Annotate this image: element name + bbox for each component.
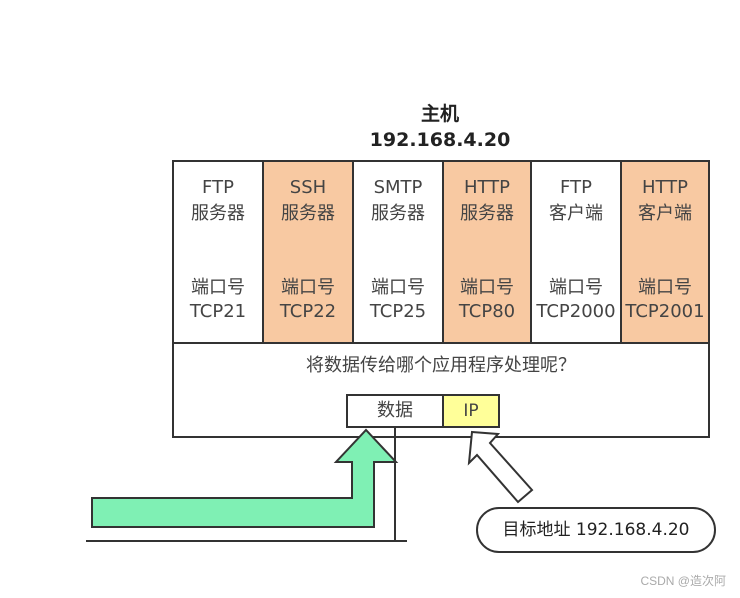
app-role: 客户端	[549, 203, 603, 224]
packet-data-field: 数据	[348, 396, 444, 426]
app-role: 服务器	[460, 203, 514, 224]
port-number: TCP80	[458, 301, 516, 322]
destination-address-label: 目标地址 192.168.4.20	[476, 507, 716, 553]
port-number: TCP25	[369, 301, 427, 322]
app-name: HTTP	[641, 177, 689, 198]
port-number: TCP2001	[625, 301, 705, 322]
app-smtp-server: SMTP 服务器 端口号 TCP25	[354, 162, 444, 342]
app-name: SSH	[289, 177, 327, 198]
app-name: FTP	[560, 177, 592, 198]
ip-pointer-arrow	[467, 430, 534, 504]
port-label: 端口号	[191, 277, 245, 298]
question-text: 将数据传给哪个应用程序处理呢？	[306, 355, 576, 376]
port-number: TCP2000	[536, 301, 616, 322]
port-label: 端口号	[281, 277, 335, 298]
port-label: 端口号	[549, 277, 603, 298]
host-title: 主机	[420, 103, 459, 125]
port-label: 端口号	[371, 277, 425, 298]
app-ssh-server: SSH 服务器 端口号 TCP22	[264, 162, 354, 342]
app-name: FTP	[202, 177, 234, 198]
app-role: 服务器	[191, 203, 245, 224]
port-number: TCP22	[279, 301, 337, 322]
port-label: 端口号	[638, 277, 692, 298]
app-role: 服务器	[281, 203, 335, 224]
app-name: HTTP	[463, 177, 511, 198]
divider	[174, 342, 708, 344]
port-label: 端口号	[460, 277, 514, 298]
incoming-data-arrow	[91, 428, 399, 528]
app-ftp-server: FTP 服务器 端口号 TCP21	[174, 162, 264, 342]
port-number: TCP21	[189, 301, 247, 322]
app-http-client: HTTP 客户端 端口号 TCP2001	[622, 162, 708, 342]
app-role: 服务器	[371, 203, 425, 224]
app-name: SMTP	[373, 177, 423, 198]
packet-ip-field: IP	[444, 396, 498, 426]
app-ftp-client: FTP 客户端 端口号 TCP2000	[532, 162, 622, 342]
host-ip-address: 192.168.4.20	[369, 129, 511, 151]
host-box: FTP 服务器 端口号 TCP21 SSH 服务器 端口号 TCP22 SMTP…	[172, 160, 710, 438]
app-http-server: HTTP 服务器 端口号 TCP80	[444, 162, 532, 342]
app-role: 客户端	[638, 203, 692, 224]
watermark: CSDN @造次阿	[640, 574, 726, 588]
packet: 数据 IP	[346, 394, 500, 428]
